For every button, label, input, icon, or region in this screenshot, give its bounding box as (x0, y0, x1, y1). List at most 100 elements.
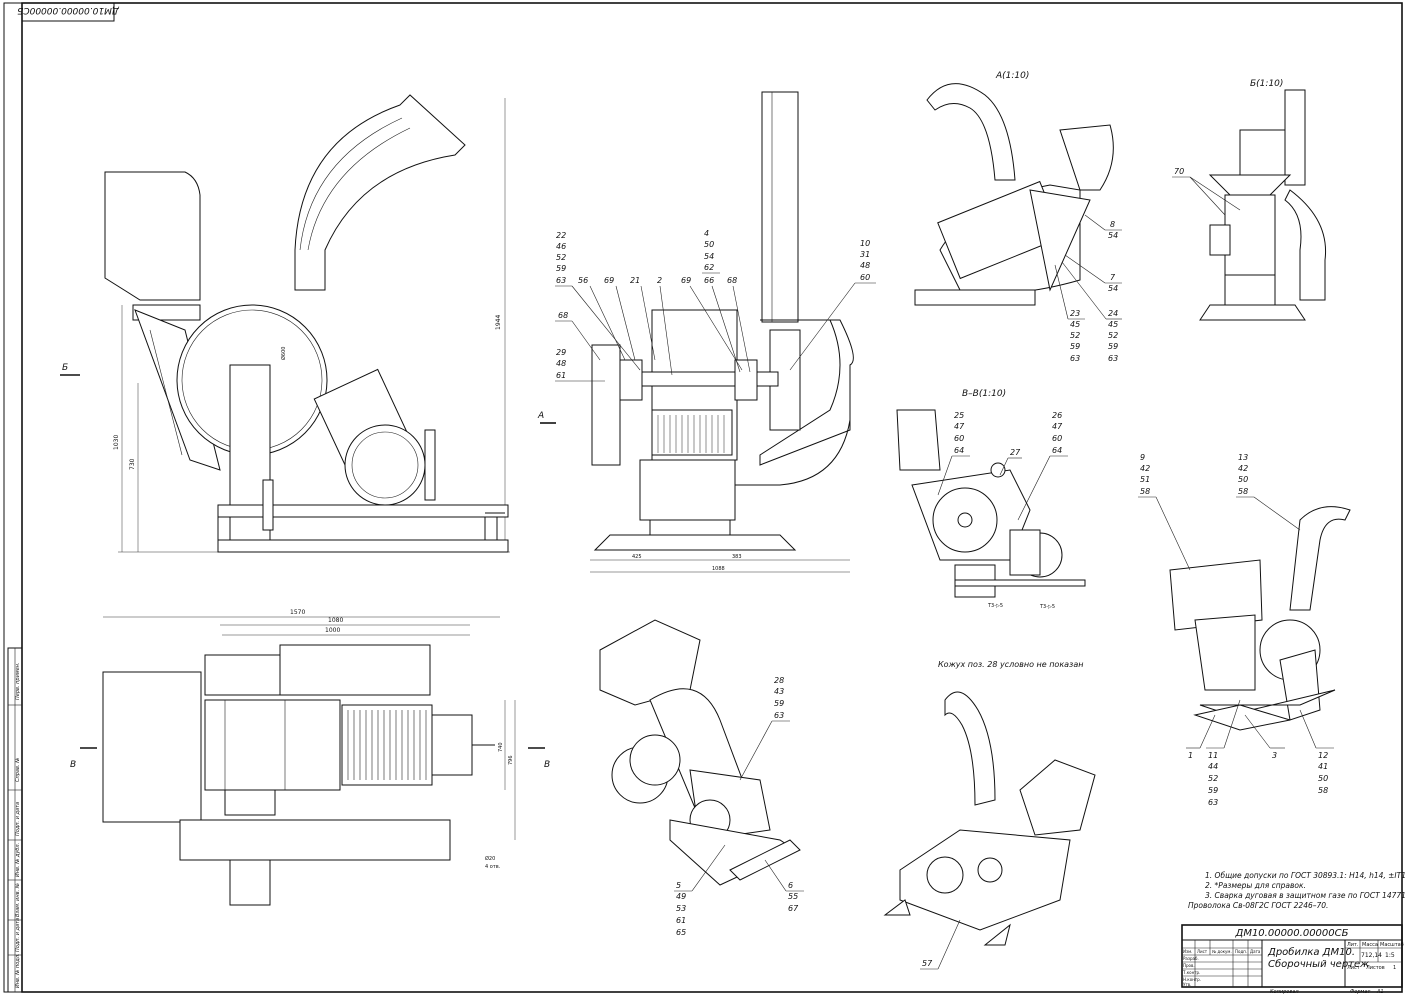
callout-v-64b: 64 (1052, 446, 1062, 455)
callout-i1-6: 6 (788, 881, 793, 890)
dim-hole: Ø20 (485, 855, 495, 862)
view-v: В–В(1:10) 25 47 60 64 26 47 60 64 27 T3-… (896, 389, 1086, 610)
callout-v-27: 27 (1010, 448, 1021, 457)
tb-name-1: Дробилка ДМ10. (1267, 946, 1355, 958)
view-b-title: Б(1:10) (1250, 79, 1283, 89)
callout-i1-5: 5 (676, 881, 681, 890)
tb-sheets: Листов (1366, 965, 1385, 971)
dim-740: 740 (498, 742, 504, 752)
callout-v-26: 26 (1052, 411, 1062, 420)
callout-i3-63: 63 (1208, 798, 1218, 807)
callout-i3-42b: 42 (1238, 464, 1248, 473)
callout-i3-42: 42 (1140, 464, 1150, 473)
view-b: Б(1:10) 70 (1172, 79, 1327, 321)
callout-46: 46 (556, 242, 566, 251)
callout-68a: 68 (727, 276, 737, 285)
stamp-inv-dubl: Инв. № дубл. (15, 843, 21, 877)
callout-a-8: 8 (1110, 220, 1115, 229)
title-block: ДМ10.00000.00000СБ Лит. Масса Масштаб 71… (1181, 924, 1404, 995)
callout-60: 60 (860, 273, 870, 282)
view-a-title: А(1:10) (995, 71, 1029, 81)
callout-i1-67: 67 (788, 904, 799, 913)
tb-col-scale: Масштаб (1380, 942, 1404, 948)
callout-69b: 69 (681, 276, 691, 285)
weld-mark-1: T3-▷5 (987, 603, 1003, 609)
tb-name-2: Сборочный чертеж (1268, 958, 1369, 970)
dim-383: 383 (732, 554, 742, 560)
callout-a-59: 59 (1070, 342, 1080, 351)
callout-21: 21 (630, 276, 640, 285)
callout-i1-49: 49 (676, 892, 686, 901)
callout-a-52: 52 (1070, 331, 1080, 340)
tb-scale: 1:5 (1385, 952, 1395, 959)
callout-i3-59: 59 (1208, 786, 1218, 795)
view-a: А(1:10) 8 54 7 54 23 45 52 59 63 24 45 5… (914, 71, 1122, 363)
side-stamp: Перв. примен. Справ. № Подп. и дата Инв.… (7, 647, 23, 993)
callout-56: 56 (578, 276, 588, 285)
callout-i3-1: 1 (1188, 751, 1193, 760)
callout-a-8b: 54 (1108, 231, 1118, 240)
dim-1570: 1570 (290, 609, 305, 616)
dim-425: 425 (632, 554, 642, 560)
callout-62: 62 (704, 263, 714, 272)
callout-a-63: 63 (1070, 354, 1080, 363)
callout-i1-59: 59 (774, 699, 784, 708)
dim-1944: 1944 (495, 315, 502, 330)
callout-i1-43: 43 (774, 687, 784, 696)
callout-v-60: 60 (954, 434, 964, 443)
callout-i1-28: 28 (774, 676, 784, 685)
callout-63: 63 (556, 276, 566, 285)
callout-a-63b: 63 (1108, 354, 1118, 363)
dim-1000: 1000 (325, 627, 340, 634)
iso2-note: Кожух поз. 28 условно не показан (938, 660, 1083, 669)
callout-a-24: 24 (1108, 309, 1118, 318)
note-3: 3. Сварка дуговая в защитном газе по ГОС… (1205, 891, 1406, 900)
rotated-designation-box (21, 2, 115, 22)
tb-sheet: Лист (1347, 965, 1360, 971)
callout-2: 2 (657, 276, 662, 285)
callout-a-45b: 45 (1108, 320, 1118, 329)
tb-copied: Копировал (1270, 989, 1299, 995)
callout-i3-41: 41 (1318, 762, 1328, 771)
iso-view-1: 28 43 59 63 5 49 53 61 65 6 55 67 (599, 619, 804, 937)
iso-view-3: 9 42 51 58 13 42 50 58 1 11 44 52 59 63 … (1138, 453, 1351, 807)
side-view: 425 383 1088 А 22 46 52 59 63 56 69 21 2… (537, 91, 876, 573)
iso-view-2: Кожух поз. 28 условно не показан 57 (883, 660, 1096, 970)
callout-i3-52: 52 (1208, 774, 1218, 783)
tb-col-mass: Масса (1362, 942, 1378, 948)
tb-designation: ДМ10.00000.00000СБ (1235, 928, 1349, 939)
callout-48b: 48 (556, 359, 566, 368)
tb-sign: Подп. (1235, 949, 1247, 954)
plan-view: 1570 1080 1000 740 796 (70, 609, 550, 906)
tb-appr: Утв. (1183, 982, 1191, 987)
callout-69a: 69 (604, 276, 614, 285)
tb-tcontr: Т.контр. (1182, 970, 1200, 975)
tb-ncontr: Н.контр. (1183, 977, 1201, 982)
callout-i2-57: 57 (922, 959, 933, 968)
dim-holes-count: 4 отв. (485, 864, 501, 870)
callout-a-7: 7 (1110, 273, 1116, 282)
mark-b: Б (62, 363, 68, 373)
tb-col-lit: Лит. (1347, 942, 1359, 948)
callout-29: 29 (556, 348, 566, 357)
callout-i3-3: 3 (1272, 751, 1277, 760)
callout-68b: 68 (558, 311, 568, 320)
stamp-vzam: Взам. инв. № (15, 883, 21, 917)
dim-730: 730 (129, 458, 136, 470)
notes: 1. Общие допуски по ГОСТ 30893.1: H14, h… (1188, 871, 1406, 910)
tb-doc: № докум. (1212, 949, 1232, 954)
stamp-sprav: Справ. № (15, 758, 21, 782)
dim-1030: 1030 (113, 435, 120, 450)
callout-a-59b: 59 (1108, 342, 1118, 351)
dim-rotor: Ø600 (280, 347, 287, 360)
tb-dev: Разраб. (1183, 956, 1199, 961)
callout-i3-50: 50 (1238, 475, 1248, 484)
dim-796: 796 (508, 755, 514, 765)
callout-i3-13: 13 (1238, 453, 1248, 462)
callout-i1-55: 55 (788, 892, 798, 901)
rotated-designation: ДМ10.00000.00000СБ (17, 5, 120, 15)
callout-10: 10 (860, 239, 870, 248)
dim-1088: 1088 (712, 566, 725, 572)
front-view: 1944 1030 730 Ø600 Б (60, 94, 510, 553)
stamp-inv-podl: Инв. № подл. (15, 954, 21, 989)
